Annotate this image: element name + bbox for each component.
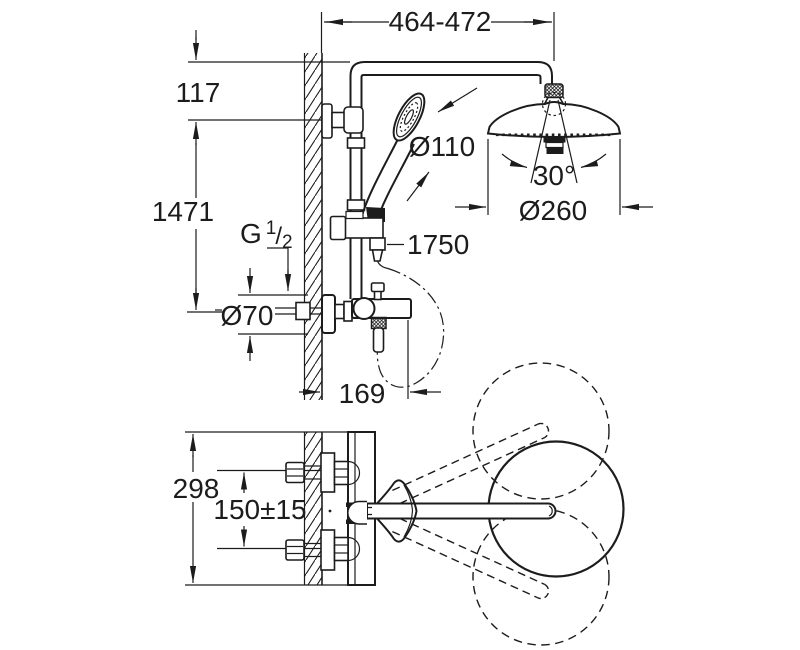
- valve-knob: [352, 297, 376, 320]
- arrow-diagonal-icon: [437, 87, 478, 113]
- pipe-union: [346, 137, 366, 149]
- dim-head-swivel-angle: 30°: [501, 153, 607, 191]
- pipe-union: [346, 199, 366, 211]
- wall-bracket: [321, 103, 364, 139]
- thermostat-valve: [275, 282, 412, 353]
- wall-section-front: [303, 53, 323, 400]
- hand-shower-head: [392, 92, 426, 142]
- in-wall-union: [295, 301, 311, 321]
- arrow-curved-icon: [501, 153, 528, 169]
- top-view: 298 150±15: [173, 362, 625, 646]
- dim-hand-shower-diameter-label: Ø110: [409, 131, 475, 162]
- dim-width-range: 464-472: [320, 6, 555, 61]
- dim-inlet-spacing-label: 150±15: [213, 494, 306, 525]
- diverter-knob: [370, 282, 385, 293]
- dim-top-offset-and-riser-height: 117 1471: [152, 30, 350, 313]
- dim-width-range-label: 464-472: [389, 6, 492, 37]
- hand-shower-nozzles: [399, 102, 419, 132]
- dim-valve-depth: 169: [299, 320, 441, 409]
- hose-phantom-loop: [376, 267, 445, 388]
- dim-head-swivel-angle-label: 30°: [533, 160, 575, 191]
- hose-outlet-nut: [370, 316, 387, 330]
- bracket-flange: [321, 103, 333, 139]
- dim-escutcheon-diameter: Ø70: [215, 268, 308, 361]
- dim-riser-height-label: 1471: [152, 196, 214, 227]
- bracket-clamp: [343, 106, 364, 134]
- head-position-lower-phantom: [472, 508, 610, 646]
- hose-connector: [369, 237, 386, 251]
- hose-outlet-tube: [372, 327, 385, 353]
- inlet-union-nut-lower: [333, 536, 349, 562]
- wall-hatch: [304, 53, 322, 400]
- dim-hose-length-label: 1750: [407, 229, 469, 260]
- shower-pipe: [346, 61, 553, 299]
- dim-body-height: 298: [173, 431, 375, 586]
- valve-escutcheon: [321, 294, 336, 334]
- dim-top-offset-label: 117: [176, 77, 221, 108]
- inlet-escutcheon-upper: [320, 452, 336, 493]
- head-shower-dome: [486, 101, 622, 138]
- head-position-upper-phantom: [472, 362, 610, 500]
- dim-body-height-label: 298: [173, 473, 220, 504]
- dim-head-diameter: Ø260: [455, 139, 653, 226]
- dim-valve-depth-label: 169: [339, 378, 386, 409]
- shower-arm-top-view: [359, 502, 557, 520]
- in-wall-supply-upper: [285, 461, 305, 484]
- arrow-diagonal-icon: [406, 171, 430, 202]
- in-wall-supply-lower: [285, 539, 305, 561]
- inlet-escutcheon-lower: [320, 529, 336, 571]
- dim-inlet-spacing: 150±15: [213, 469, 334, 550]
- arm-socket-cap: [347, 500, 367, 525]
- arrow-curved-icon: [580, 153, 607, 169]
- inlet-union-nut-upper: [333, 460, 349, 486]
- hand-shower-handle: [361, 136, 400, 217]
- dim-hose-length: 1750: [387, 229, 469, 260]
- wall-hatch: [304, 432, 322, 585]
- swivel-range-phantom: [392, 362, 610, 646]
- hand-shower-top-view: [376, 479, 418, 543]
- head-shower: [486, 83, 622, 184]
- ball-joint: [544, 83, 564, 99]
- wall-section-top: [303, 432, 323, 585]
- hand-shower: [329, 92, 426, 270]
- center-mark: [328, 509, 332, 513]
- dim-hand-shower-diameter: Ø110: [406, 87, 478, 202]
- valve-connection-nut: [343, 300, 353, 322]
- dim-head-diameter-label: Ø260: [519, 195, 588, 226]
- swivel-ball-indicator: [541, 91, 567, 117]
- dim-escutcheon-diameter-label: Ø70: [221, 300, 274, 331]
- head-hub: [543, 136, 566, 143]
